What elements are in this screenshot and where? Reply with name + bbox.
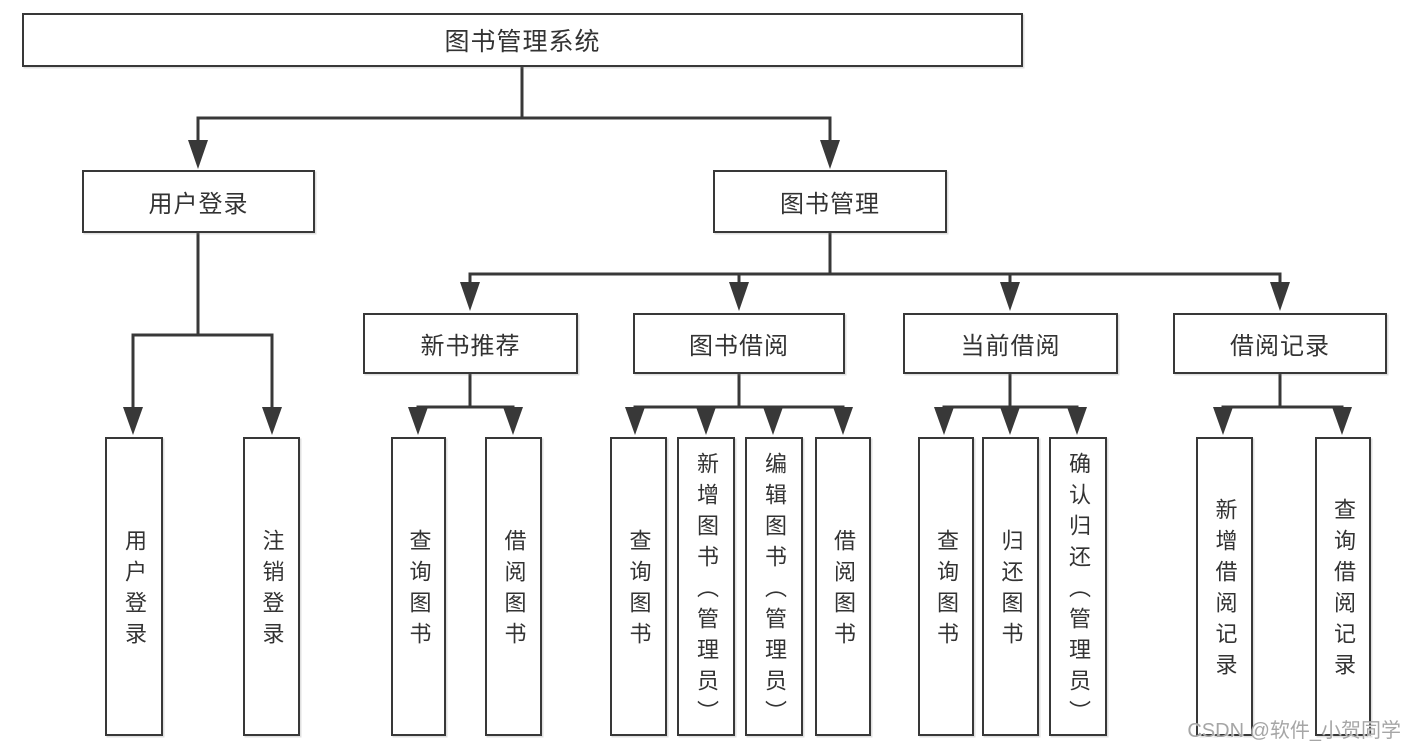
node-label: 查询图书 [626, 529, 652, 653]
node-label: 借阅图书 [831, 529, 856, 653]
node-label: 借阅图书 [501, 529, 527, 653]
node-current-borrowing: 当前借阅 [903, 313, 1118, 374]
node-label: 查询借阅记录 [1331, 498, 1356, 684]
node-label: 查询图书 [934, 529, 959, 653]
edge-records-to-leaves [1221, 374, 1344, 431]
leaf-query-books-recommend: 查询图书 [391, 437, 446, 736]
arrowheads [123, 140, 1352, 435]
node-book-borrowing: 图书借阅 [633, 313, 845, 374]
node-label: 借阅记录 [1230, 333, 1330, 360]
node-book-management: 图书管理 [713, 170, 947, 233]
leaf-return-books: 归还图书 [982, 437, 1039, 736]
leaf-user-login: 用户登录 [105, 437, 163, 736]
leaf-confirm-return-admin: 确认归还（管理员） [1049, 437, 1107, 736]
leaf-add-borrow-record: 新增借阅记录 [1196, 437, 1253, 736]
edge-borrow-to-leaves [633, 374, 845, 431]
leaf-query-borrow-record: 查询借阅记录 [1315, 437, 1371, 736]
node-label: 确认归还（管理员） [1066, 451, 1091, 731]
node-label: 图书管理 [780, 191, 880, 218]
node-label: 编辑图书（管理员） [762, 451, 787, 731]
node-label: 当前借阅 [960, 333, 1061, 360]
leaf-edit-book-admin: 编辑图书（管理员） [745, 437, 803, 736]
edge-root-to-level2 [196, 67, 832, 164]
leaf-logout: 注销登录 [243, 437, 300, 736]
leaf-add-book-admin: 新增图书（管理员） [677, 437, 735, 736]
node-label: 图书借阅 [689, 333, 789, 360]
leaf-borrow-books-recommend: 借阅图书 [485, 437, 542, 736]
node-label: 查询图书 [406, 529, 432, 653]
node-label: 新书推荐 [420, 333, 521, 360]
node-user-login: 用户登录 [82, 170, 315, 233]
node-label: 用户登录 [122, 529, 147, 653]
leaf-query-books-current: 查询图书 [918, 437, 974, 736]
leaf-query-books-borrowing: 查询图书 [610, 437, 667, 736]
node-new-book-recommend: 新书推荐 [363, 313, 578, 374]
node-label: 图书管理系统 [444, 28, 601, 56]
edge-bookmgmt-to-level3 [468, 233, 1282, 306]
node-label: 新增图书（管理员） [694, 451, 719, 731]
node-library-management-system: 图书管理系统 [22, 13, 1023, 67]
leaf-borrow-books: 借阅图书 [815, 437, 871, 736]
edge-userlogin-to-leaves [131, 233, 274, 431]
node-label: 用户登录 [148, 191, 249, 218]
edge-newbook-to-leaves [416, 374, 515, 431]
node-label: 归还图书 [998, 529, 1024, 653]
node-label: 新增借阅记录 [1212, 498, 1238, 684]
watermark: CSDN @软件_小贺同学 [1187, 720, 1401, 742]
node-borrowing-records: 借阅记录 [1173, 313, 1387, 374]
node-label: 注销登录 [259, 529, 285, 653]
